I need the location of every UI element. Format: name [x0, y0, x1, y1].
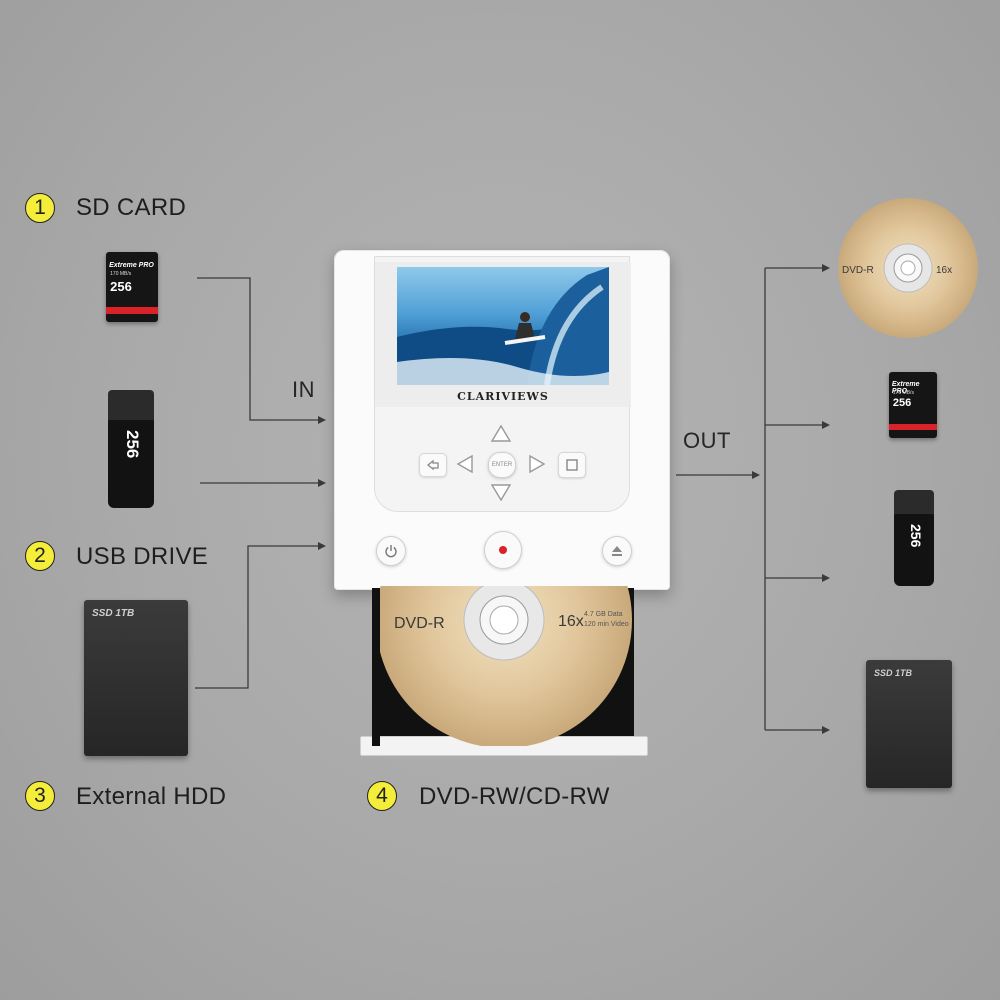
record-icon	[499, 546, 507, 554]
step-label-usb-drive: USB DRIVE	[76, 543, 209, 570]
out-sd-card-capacity: 256	[892, 397, 912, 410]
out-usb-drive-capacity: 256	[908, 524, 924, 548]
back-arrow-icon	[426, 459, 439, 471]
sd-card-spec: 170 MB/s	[110, 270, 132, 277]
left-button[interactable]	[452, 451, 478, 477]
step-label-dvd-rw: DVD-RW/CD-RW	[419, 783, 610, 810]
screen-frame: CLARIVIEWS	[375, 262, 631, 407]
right-button[interactable]	[524, 451, 550, 477]
step-badge-4: 4	[367, 781, 397, 811]
out-dvd-disc-image: DVD-R 16x	[838, 198, 978, 338]
out-sd-card-brand: Extreme PRO	[891, 381, 920, 396]
out-sd-card-stripe	[889, 424, 937, 431]
eject-button[interactable]	[602, 536, 632, 566]
left-arrow-icon	[456, 454, 473, 474]
usb-drive-capacity: 256	[123, 430, 142, 459]
stop-icon	[566, 459, 578, 471]
disc-detail-1: 4.7 GB Data	[584, 611, 623, 618]
in-label: IN	[292, 377, 315, 402]
enter-button[interactable]: ENTER	[488, 452, 516, 478]
disc-speed-label: 16x	[558, 613, 584, 630]
right-arrow-icon	[529, 454, 546, 474]
ssd-label: SSD 1TB	[92, 608, 135, 619]
tray-disc-image: DVD-R 16x 4.7 GB Data 120 min Video	[380, 586, 632, 746]
out-sd-card-image: Extreme PRO 170 MB/s 256	[889, 372, 937, 438]
down-arrow-icon	[490, 484, 512, 502]
external-hdd-image: SSD 1TB	[84, 600, 188, 756]
out-external-hdd-image: SSD 1TB	[866, 660, 952, 788]
brand-logo: CLARIVIEWS	[457, 390, 549, 403]
dvd-recorder-device: CLARIVIEWS ENTER	[334, 250, 670, 590]
step-badge-1: 1	[25, 193, 55, 223]
step-label-external-hdd: External HDD	[76, 783, 227, 810]
eject-icon	[612, 546, 622, 556]
up-arrow-icon	[490, 424, 512, 442]
display-screen	[397, 267, 609, 385]
step-badge-2: 2	[25, 541, 55, 571]
out-ssd-label: SSD 1TB	[874, 668, 913, 678]
disc-detail-2: 120 min Video	[584, 621, 629, 628]
sd-card-image: Extreme PRO 170 MB/s 256	[106, 252, 158, 322]
disc-type-label: DVD-R	[394, 615, 445, 632]
out-usb-drive-image: 256	[894, 490, 934, 586]
stop-button[interactable]	[558, 452, 586, 478]
sd-card-brand: Extreme PRO	[109, 261, 154, 269]
usb-drive-image: 256	[108, 390, 154, 508]
sd-card-capacity: 256	[110, 278, 132, 294]
power-icon	[385, 545, 397, 558]
back-button[interactable]	[419, 453, 447, 477]
out-label: OUT	[683, 428, 731, 453]
step-label-sd-card: SD CARD	[76, 194, 187, 221]
step-badge-3: 3	[25, 781, 55, 811]
out-sd-card-spec: 170 MB/s	[892, 389, 914, 396]
sd-card-stripe	[106, 307, 158, 314]
up-button[interactable]	[488, 420, 514, 446]
out-disc-speed-label: 16x	[936, 265, 952, 276]
record-button[interactable]	[484, 531, 522, 569]
down-button[interactable]	[488, 480, 514, 506]
power-button[interactable]	[376, 536, 406, 566]
out-disc-type-label: DVD-R	[842, 265, 874, 276]
surf-wave-image	[397, 267, 609, 385]
